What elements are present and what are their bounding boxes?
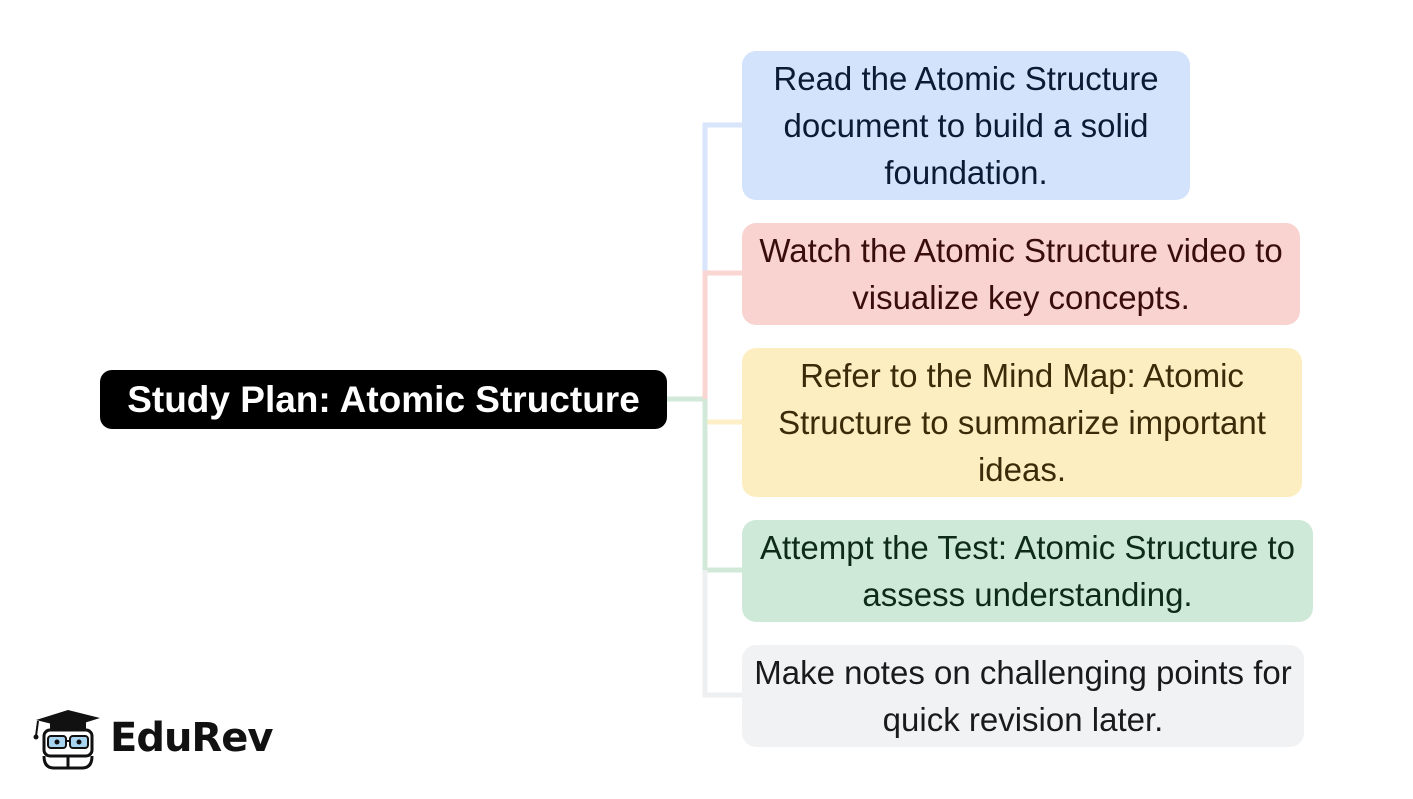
root-node: Study Plan: Atomic Structure [100,370,667,429]
step-node-text: Read the Atomic Structure document to bu… [773,60,1159,191]
connector-step-1 [702,122,742,399]
step-node-mind-map: Refer to the Mind Map: Atomic Structure … [742,348,1302,497]
step-node-make-notes: Make notes on challenging points for qui… [742,645,1304,747]
connector-step-2 [702,270,742,399]
step-node-attempt-test: Attempt the Test: Atomic Structure to as… [742,520,1313,622]
connector-step-4 [702,399,742,573]
step-node-text: Refer to the Mind Map: Atomic Structure … [778,357,1266,488]
logo-text: EduRev [110,715,273,761]
graduation-cap-mascot-icon [33,710,100,770]
step-node-read-document: Read the Atomic Structure document to bu… [742,51,1190,200]
connector-step-3 [702,399,742,425]
connector-step-5 [702,570,742,698]
edurev-logo: EduRev [30,706,273,770]
step-node-text: Attempt the Test: Atomic Structure to as… [760,529,1295,613]
step-node-text: Watch the Atomic Structure video to visu… [759,232,1283,316]
step-node-text: Make notes on challenging points for qui… [754,654,1292,738]
step-node-watch-video: Watch the Atomic Structure video to visu… [742,223,1300,325]
root-node-label: Study Plan: Atomic Structure [127,378,640,420]
